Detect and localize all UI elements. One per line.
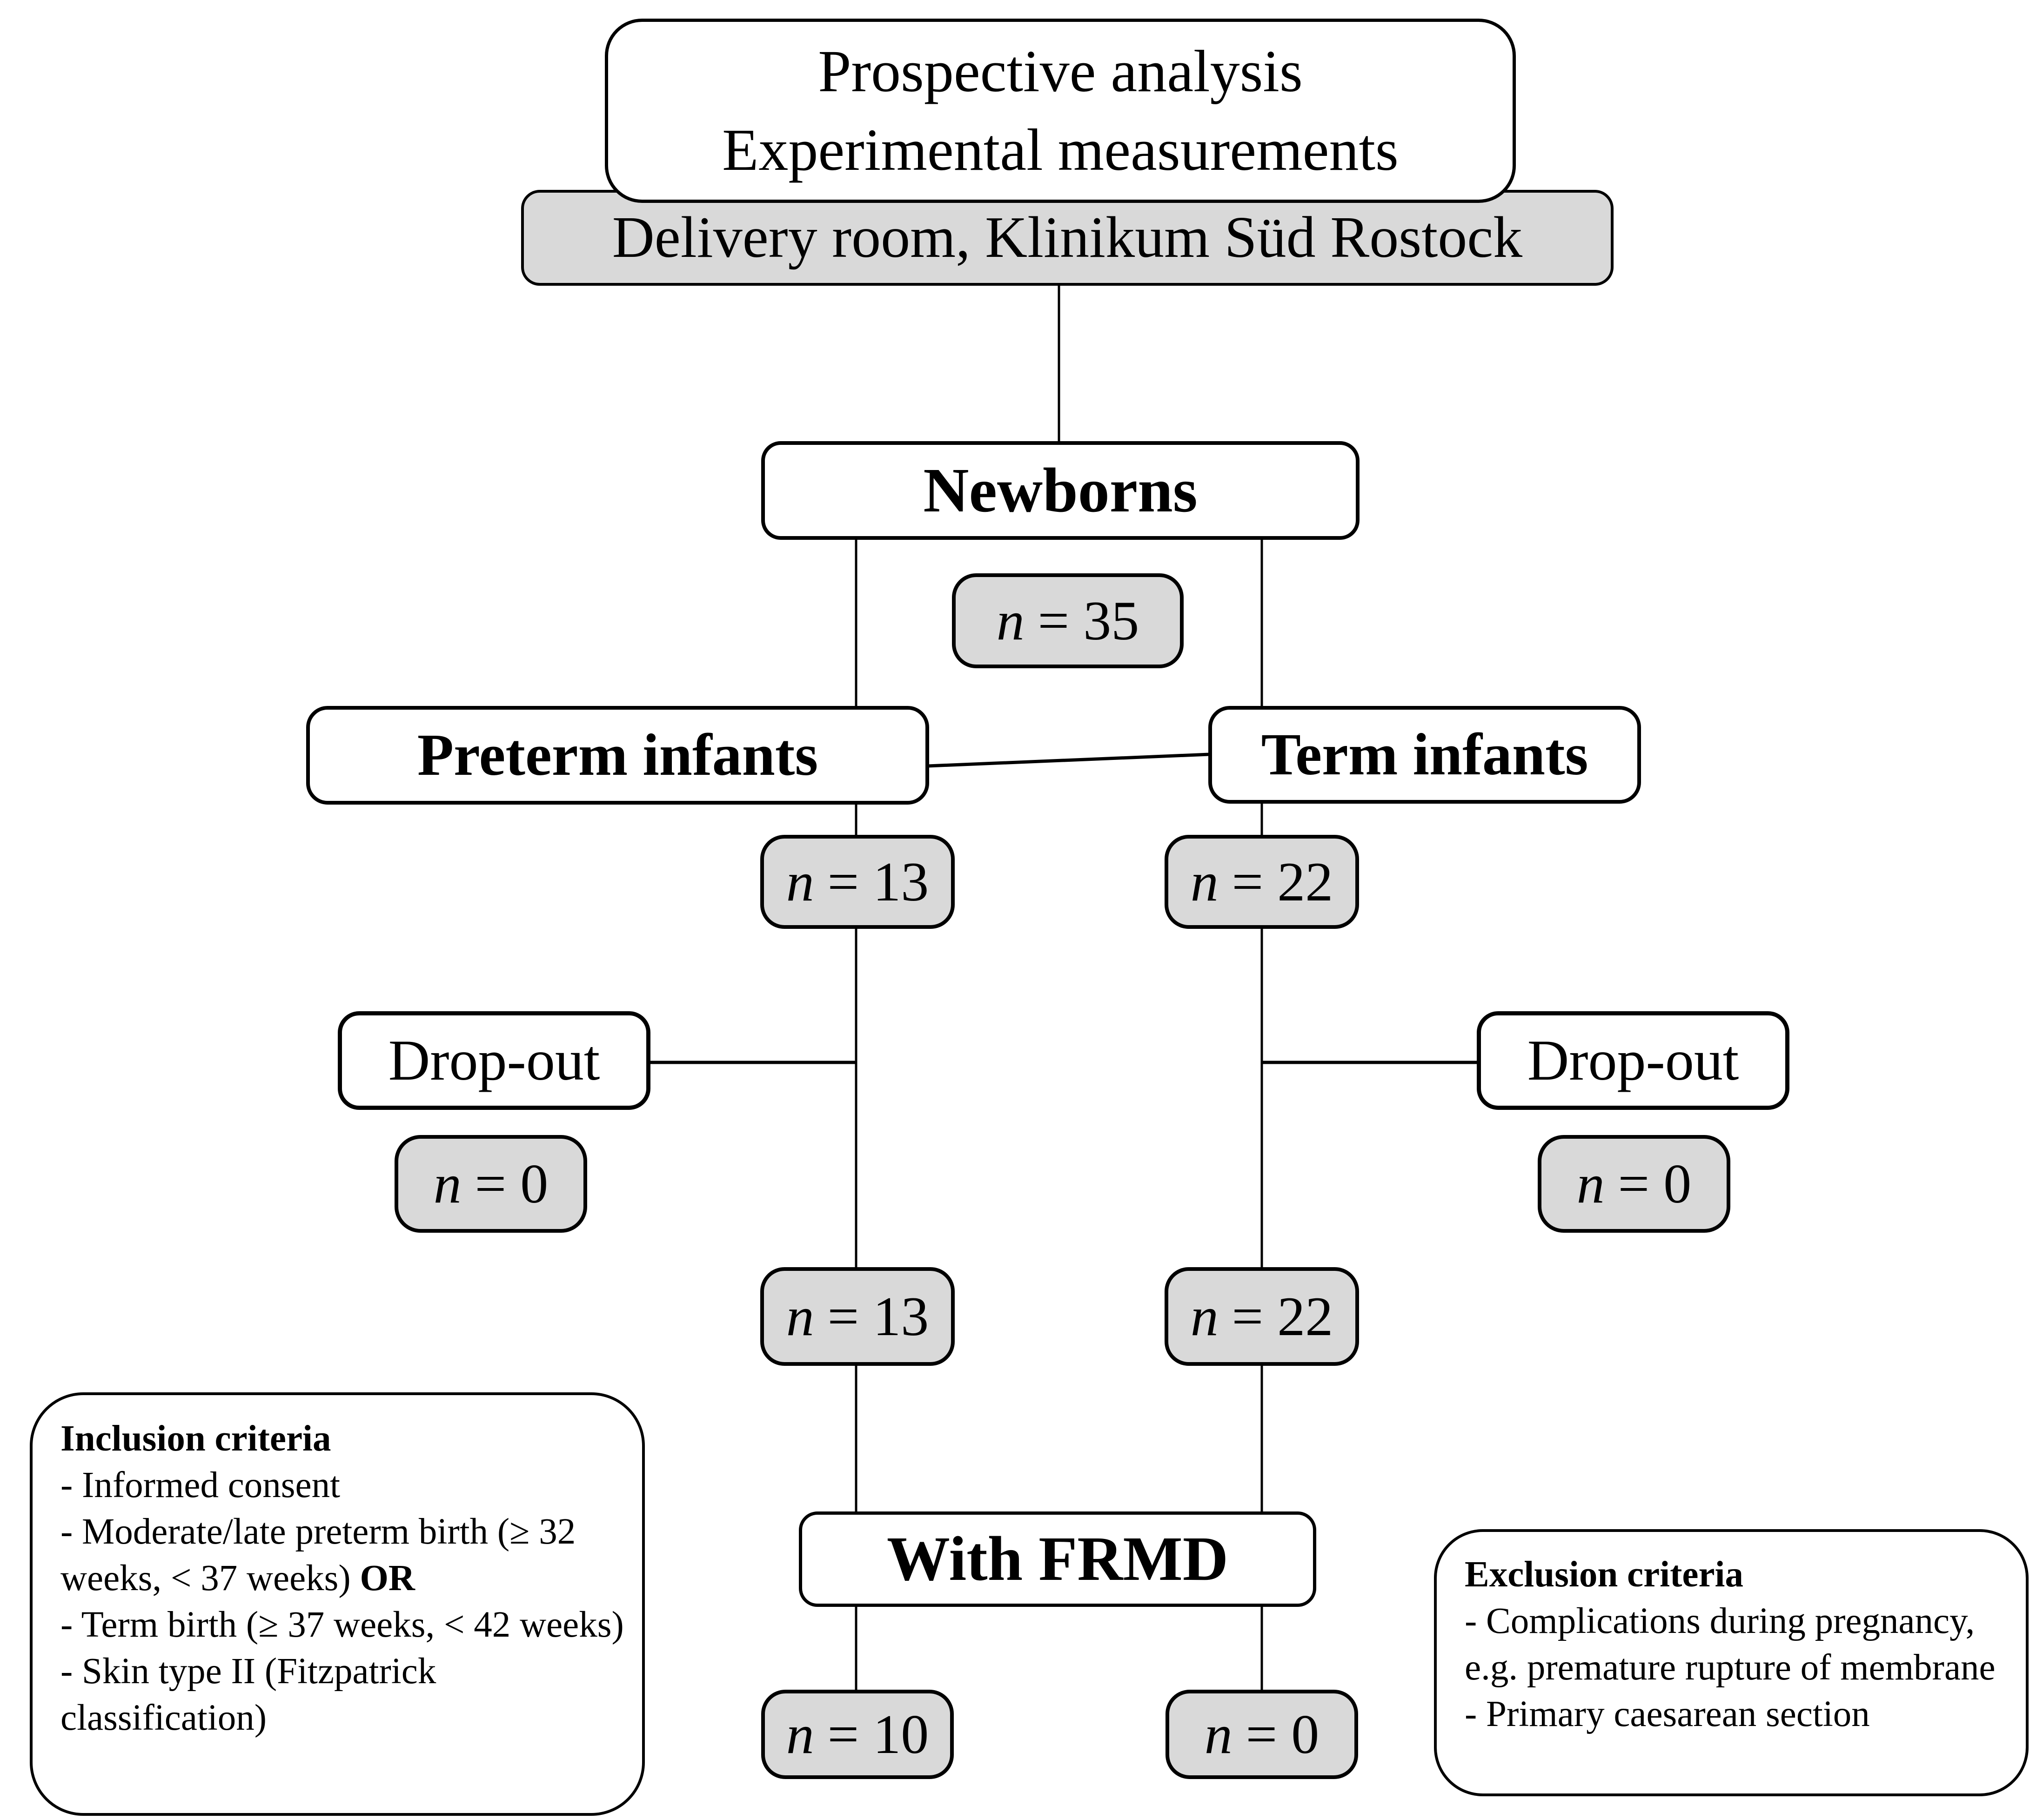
count-dropout-left: n= 0 [395,1135,587,1233]
node-dropout-right: Drop-out [1477,1011,1789,1110]
inclusion-criteria-title: Inclusion criteria [60,1418,331,1459]
dropout-right-label: Drop-out [1527,1028,1739,1092]
term-label: Term infants [1261,721,1588,788]
inclusion-item: - Informed consent [60,1465,341,1505]
count-dropout-right-var: n [1576,1153,1605,1215]
count-term-after-var: n [1190,1285,1219,1348]
dropout-left-label: Drop-out [388,1028,600,1092]
newborns-label: Newborns [923,455,1198,525]
location-label: Delivery room, Klinikum Süd Rostock [612,205,1523,270]
count-preterm-after-dropout: n= 13 [760,1267,955,1366]
title-line-2: Experimental measurements [722,117,1399,183]
exclusion-criteria-box: Exclusion criteria - Complications durin… [1434,1529,2029,1796]
count-preterm: n= 13 [760,835,955,929]
node-location: Delivery room, Klinikum Süd Rostock [521,190,1614,286]
node-preterm-infants: Preterm infants [306,706,929,805]
count-dropout-right: n= 0 [1538,1135,1730,1233]
count-newborns: n= 35 [952,573,1184,668]
count-preterm-after-value: = 13 [827,1285,929,1348]
inclusion-criteria-box: Inclusion criteria - Informed consent - … [30,1392,645,1816]
count-frmd-term-var: n [1204,1703,1232,1766]
count-preterm-var: n [786,851,814,913]
count-dropout-right-value: = 0 [1618,1153,1692,1215]
node-newborns: Newborns [761,441,1360,540]
count-preterm-value: = 13 [827,851,929,913]
count-term-var: n [1190,851,1219,913]
count-dropout-left-var: n [433,1153,462,1215]
count-term-after-dropout: n= 22 [1165,1267,1359,1366]
exclusion-item: - Complications during pregnancy, e.g. p… [1465,1601,1996,1688]
node-dropout-left: Drop-out [338,1011,650,1110]
count-term-after-value: = 22 [1232,1285,1333,1348]
count-newborns-var: n [996,590,1025,652]
count-newborns-value: = 35 [1038,590,1139,652]
preterm-label: Preterm infants [417,722,818,788]
title-line-1: Prospective analysis [818,38,1303,105]
count-frmd-preterm-value: = 10 [827,1703,929,1766]
count-preterm-after-var: n [786,1285,814,1348]
exclusion-criteria-title: Exclusion criteria [1465,1554,1743,1595]
count-term-value: = 22 [1232,851,1333,913]
count-frmd-term-value: = 0 [1246,1703,1320,1766]
inclusion-item: - Skin type II (Fitzpatrick classificati… [60,1651,436,1738]
count-term: n= 22 [1165,835,1359,929]
exclusion-item: - Primary caesarean section [1465,1694,1870,1734]
inclusion-item: - Moderate/late preterm birth (≥ 32 week… [60,1511,576,1598]
with-frmd-label: With FRMD [886,1524,1229,1594]
count-frmd-term: n= 0 [1166,1690,1358,1779]
connector-preterm-to-term [928,752,1210,768]
node-title: Prospective analysis Experimental measur… [605,19,1516,203]
node-with-frmd: With FRMD [799,1511,1316,1607]
count-dropout-left-value: = 0 [475,1153,549,1215]
inclusion-item: - Term birth (≥ 37 weeks, < 42 weeks) [60,1605,624,1645]
node-term-infants: Term infants [1208,706,1641,804]
inclusion-item-bold: OR [360,1558,415,1598]
count-frmd-preterm: n= 10 [761,1690,954,1779]
count-frmd-preterm-var: n [786,1703,814,1766]
